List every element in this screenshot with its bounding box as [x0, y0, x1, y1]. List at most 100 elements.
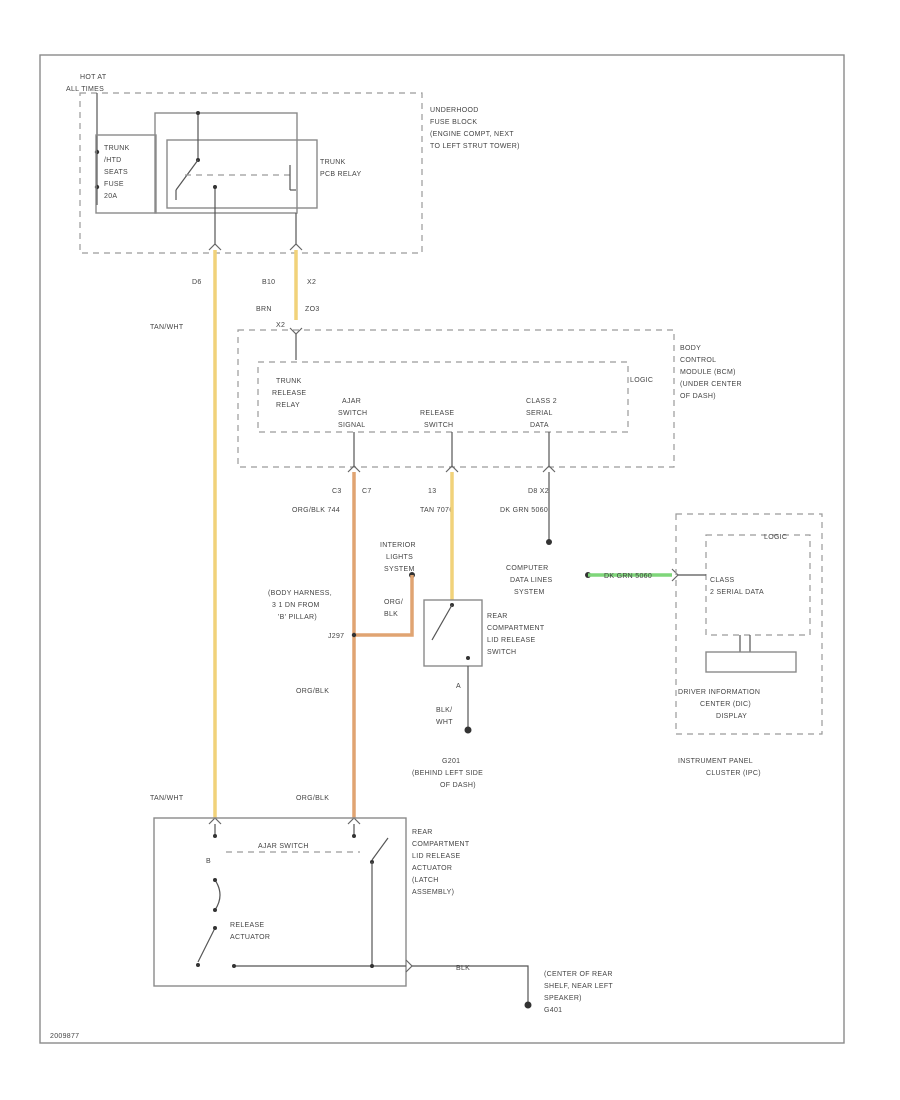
rear-switch-2: COMPARTMENT: [487, 625, 545, 632]
dic-display-box: [705, 651, 797, 673]
pin-d6: D6: [192, 279, 202, 286]
actuator-box: [153, 817, 407, 987]
fuse-block-title-4: TO LEFT STRUT TOWER): [430, 143, 520, 150]
bcm-wire-tan: TAN 7076: [420, 507, 453, 514]
diagram-frame: [39, 54, 845, 1044]
ipc-class2-1: CLASS: [710, 577, 734, 584]
trunk-release-1: TRUNK: [276, 378, 302, 385]
interior-lights-1: INTERIOR: [380, 542, 416, 549]
trunk-release-3: RELAY: [276, 402, 300, 409]
rear-switch-1: REAR: [487, 613, 508, 620]
g201-3: OF DASH): [440, 782, 476, 789]
bcm-top-wire-2: ZO3: [305, 306, 320, 313]
rear-switch-4: SWITCH: [487, 649, 516, 656]
relay-outer-box: [154, 112, 298, 214]
actuator-ajar-switch: AJAR SWITCH: [258, 843, 309, 850]
wire-tan-top: TAN/WHT: [150, 324, 184, 331]
splice-wire-2: BLK: [384, 611, 398, 618]
body-harness-4: J297: [328, 633, 344, 640]
pin-b10: B10: [262, 279, 275, 286]
class-serial-1: CLASS 2: [526, 398, 557, 405]
ipc-title-1: INSTRUMENT PANEL: [678, 758, 753, 765]
ajar-switch-1: AJAR: [342, 398, 361, 405]
figure-id: 2009877: [50, 1033, 79, 1040]
relay-label-2: PCB RELAY: [320, 171, 362, 178]
hot-label-1: HOT AT: [80, 74, 107, 81]
dic-2: CENTER (DIC): [700, 701, 751, 708]
class-serial-3: DATA: [530, 422, 549, 429]
g201-2: (BEHIND LEFT SIDE: [412, 770, 483, 777]
ajar-switch-3: SIGNAL: [338, 422, 365, 429]
blk-wht-1: BLK/: [436, 707, 452, 714]
relay-label-1: TRUNK: [320, 159, 346, 166]
bcm-pin-c7: C7: [362, 488, 372, 495]
bcm-title-3: MODULE (BCM): [680, 369, 736, 376]
switch-pin-a: A: [456, 683, 461, 690]
green-data-label: DK GRN 5060: [604, 573, 652, 580]
pin-x2: X2: [307, 279, 316, 286]
computer-data-3: SYSTEM: [514, 589, 545, 596]
fuse-box: [95, 134, 157, 214]
dic-3: DISPLAY: [716, 713, 747, 720]
blk-wht-2: WHT: [436, 719, 453, 726]
bcm-top-pin: X2: [276, 322, 285, 329]
body-harness-2: 3 1 DN FROM: [272, 602, 320, 609]
release-switch-1: RELEASE: [420, 410, 454, 417]
interior-lights-2: LIGHTS: [386, 554, 413, 561]
bcm-title-1: BODY: [680, 345, 701, 352]
bcm-logic-label: LOGIC: [630, 377, 653, 384]
actuator-title-1: REAR: [412, 829, 433, 836]
bcm-pin-d8: D8 X2: [528, 488, 549, 495]
fuse-label-2: /HTD: [104, 157, 122, 164]
ground-rear-2: SHELF, NEAR LEFT: [544, 983, 613, 990]
fuse-label-4: FUSE: [104, 181, 124, 188]
actuator-title-2: COMPARTMENT: [412, 841, 470, 848]
bcm-title-2: CONTROL: [680, 357, 716, 364]
actuator-title-3: LID RELEASE: [412, 853, 460, 860]
bcm-title-4: (UNDER CENTER: [680, 381, 742, 388]
ipc-logic: LOGIC: [764, 534, 787, 541]
ground-blk-label: BLK: [456, 965, 470, 972]
hot-label-2: ALL TIMES: [66, 86, 104, 93]
class-serial-2: SERIAL: [526, 410, 553, 417]
computer-data-2: DATA LINES: [510, 577, 552, 584]
wire-tan-bottom: TAN/WHT: [150, 795, 184, 802]
ground-rear-1: (CENTER OF REAR: [544, 971, 613, 978]
wire-orgblk-bottom: ORG/BLK: [296, 795, 329, 802]
wire-orgblk-mid: ORG/BLK: [296, 688, 329, 695]
release-switch-2: SWITCH: [424, 422, 453, 429]
fuse-block-title-3: (ENGINE COMPT, NEXT: [430, 131, 514, 138]
fuse-label-3: SEATS: [104, 169, 128, 176]
interior-lights-3: SYSTEM: [384, 566, 415, 573]
body-harness-3: 'B' PILLAR): [278, 614, 317, 621]
splice-wire-1: ORG/: [384, 599, 403, 606]
bcm-top-wire-1: BRN: [256, 306, 272, 313]
ipc-logic-box: [705, 534, 811, 636]
fuse-block-title-2: FUSE BLOCK: [430, 119, 477, 126]
rear-switch-3: LID RELEASE: [487, 637, 535, 644]
g201-1: G201: [442, 758, 460, 765]
computer-data-1: COMPUTER: [506, 565, 548, 572]
trunk-release-2: RELEASE: [272, 390, 306, 397]
ipc-class2-2: 2 SERIAL DATA: [710, 589, 764, 596]
dic-1: DRIVER INFORMATION: [678, 689, 760, 696]
bcm-outline: [237, 329, 675, 468]
release-actuator-1: RELEASE: [230, 922, 264, 929]
fuse-block-outline: [79, 92, 423, 254]
ipc-outline: [675, 513, 823, 735]
actuator-pin-b: B: [206, 858, 211, 865]
ground-rear-4: G401: [544, 1007, 562, 1014]
relay-inner-box: [166, 139, 318, 209]
bcm-pin-13: 13: [428, 488, 436, 495]
bcm-pin-c3: C3: [332, 488, 342, 495]
actuator-title-6: ASSEMBLY): [412, 889, 454, 896]
actuator-title-5: (LATCH: [412, 877, 439, 884]
bcm-title-5: OF DASH): [680, 393, 716, 400]
rear-switch-box: [423, 599, 483, 667]
fuse-label-1: TRUNK: [104, 145, 130, 152]
bcm-wire-orgblk: ORG/BLK 744: [292, 507, 340, 514]
ajar-switch-2: SWITCH: [338, 410, 367, 417]
release-actuator-2: ACTUATOR: [230, 934, 270, 941]
